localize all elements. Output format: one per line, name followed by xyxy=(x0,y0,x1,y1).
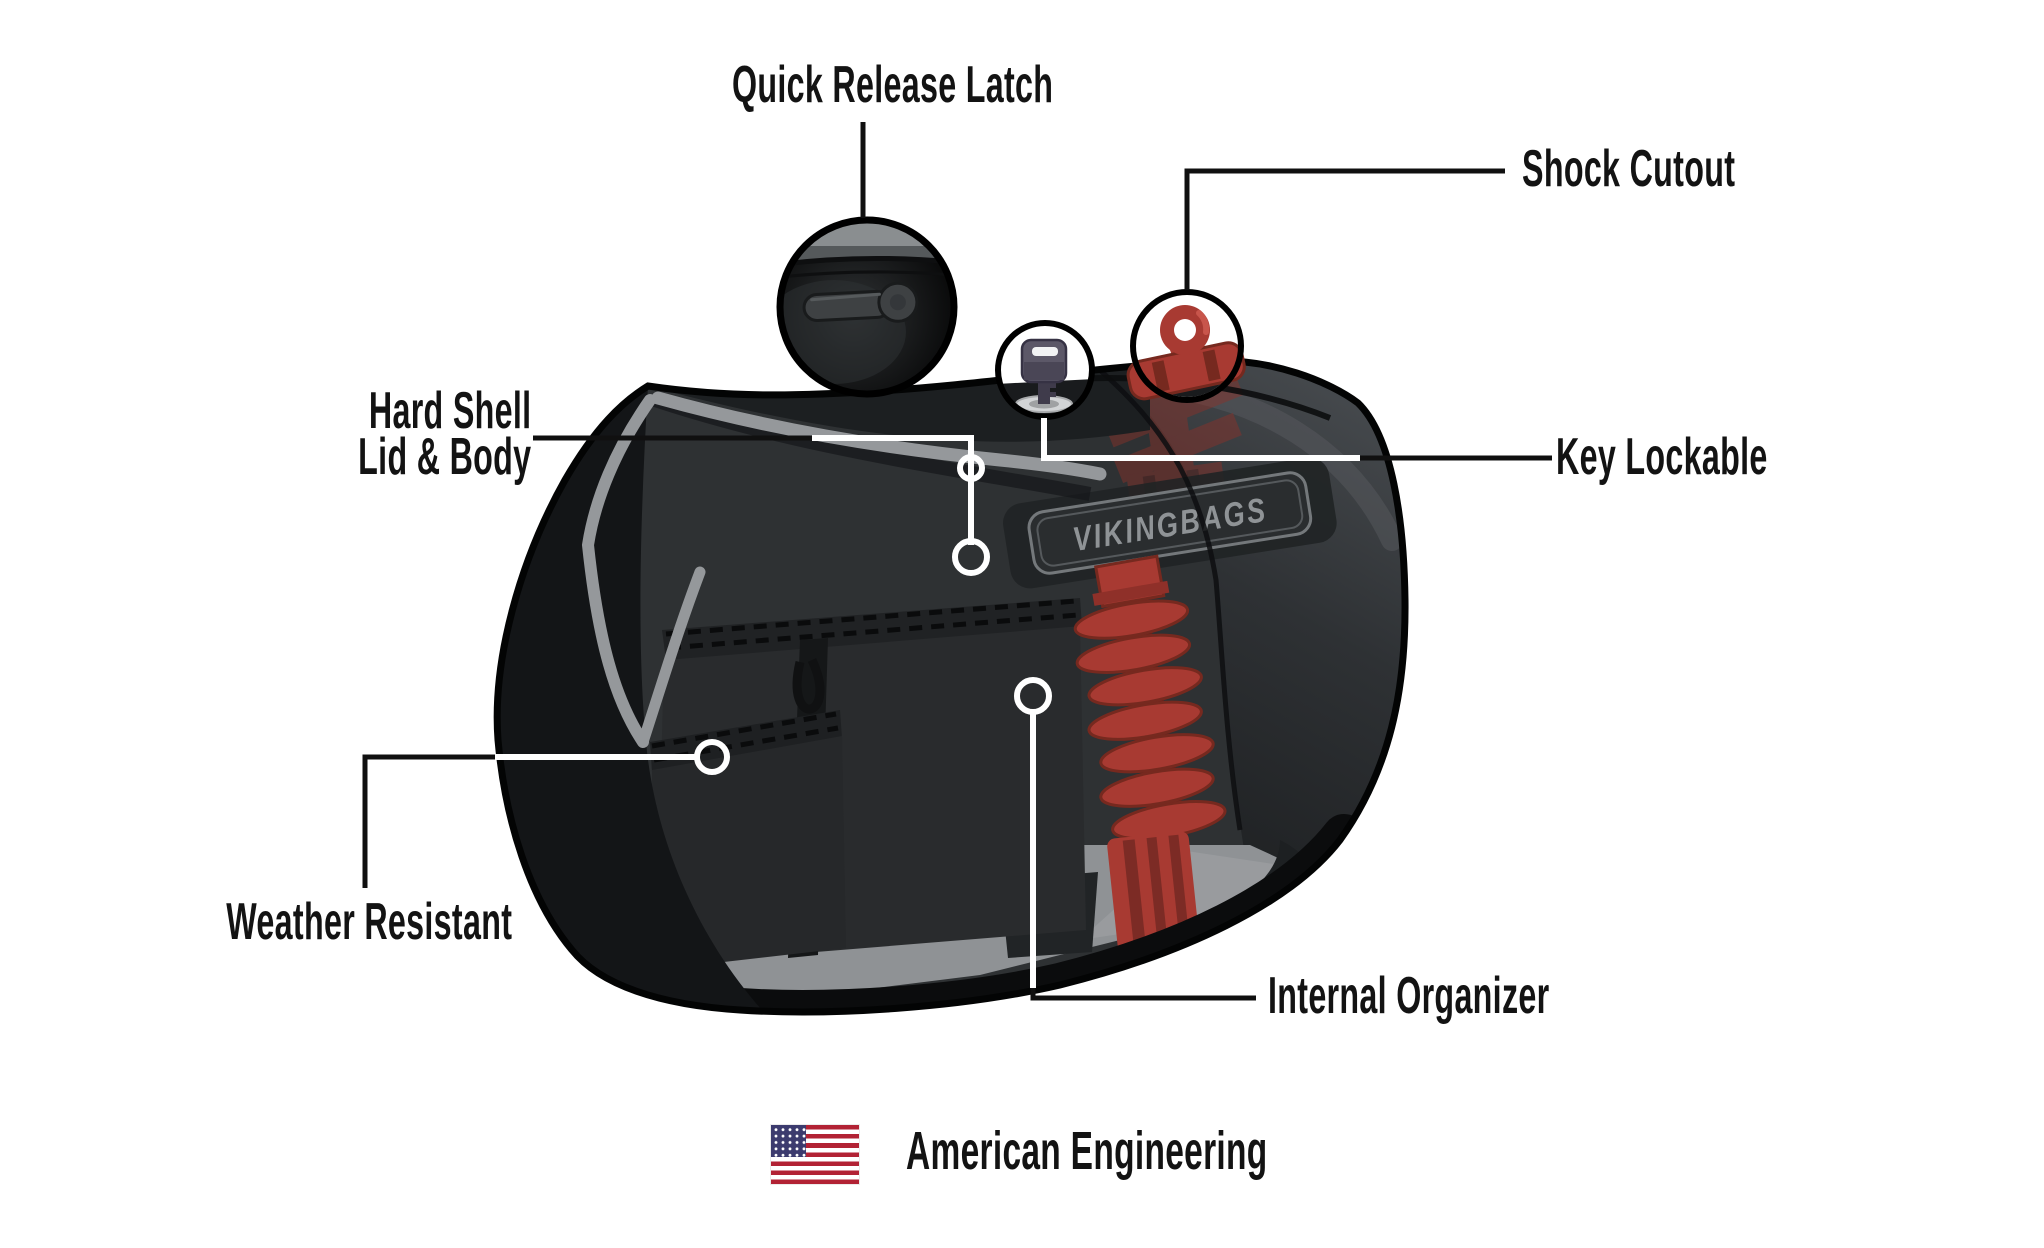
ring-marker-weather-resistant xyxy=(694,739,730,775)
ring-marker-lid xyxy=(957,454,985,482)
latch-detail-icon xyxy=(776,216,958,398)
label-hard-shell-line2: Lid & Body xyxy=(357,428,531,486)
label-quick-release-latch: Quick Release Latch xyxy=(732,56,1054,114)
shock-absorber-icon xyxy=(1126,289,1246,403)
vikingbags-plate: VIKINGBAGS xyxy=(1003,457,1337,589)
callout-ring-markers xyxy=(694,454,1052,775)
label-shock-cutout: Shock Cutout xyxy=(1522,140,1736,198)
connector-internal-organizer xyxy=(1030,986,1256,1001)
saddlebag-illustration: VIKINGBAGS xyxy=(497,360,1406,1012)
connector-lines-white xyxy=(495,418,1360,988)
label-hard-shell-line1: Hard Shell xyxy=(368,382,531,440)
us-flag-icon xyxy=(771,1125,859,1184)
label-weather-resistant: Weather Resistant xyxy=(226,893,512,951)
lid-trim-stripe xyxy=(581,391,1107,748)
hard-shell-body-left-face xyxy=(497,386,762,1010)
key-icon xyxy=(995,320,1095,420)
connector-weather-resistant xyxy=(362,754,497,888)
us-flag-canton xyxy=(771,1125,806,1157)
smoked-right-shell xyxy=(1085,360,1406,942)
label-key-lockable: Key Lockable xyxy=(1556,428,1768,486)
label-hard-shell-lid-body: Hard Shell Lid & Body xyxy=(357,382,531,486)
shock-absorber-visible xyxy=(1073,554,1227,958)
connector-lines-black xyxy=(362,122,1552,1001)
ring-marker-body xyxy=(952,538,990,576)
label-internal-organizer: Internal Organizer xyxy=(1268,967,1550,1025)
internal-organizer-pockets xyxy=(650,598,1086,970)
ring-marker-internal-organizer xyxy=(1014,677,1052,715)
connector-shock-cutout xyxy=(1184,168,1505,290)
label-american-engineering: American Engineering xyxy=(906,1121,1268,1181)
